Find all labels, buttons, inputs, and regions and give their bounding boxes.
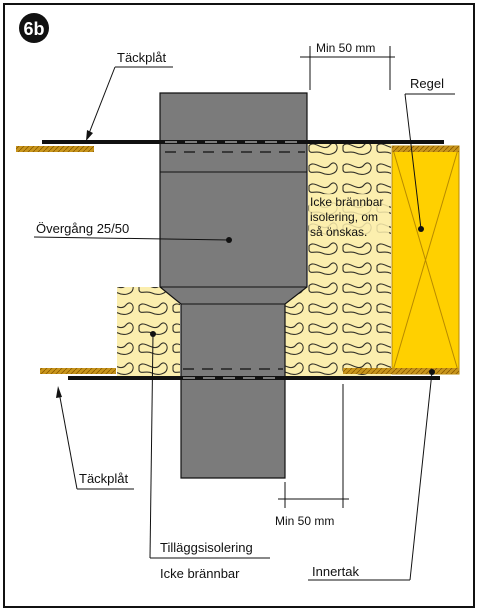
label-icke-brannbar-isolering: Icke brännbar isolering, om så önskas. xyxy=(309,194,389,242)
figure-badge-label: 6b xyxy=(23,19,44,39)
top-cover-sheet xyxy=(16,140,459,153)
diagram-label: Tilläggsisolering xyxy=(160,540,253,555)
bottom-cover-sheet xyxy=(40,368,459,380)
dimension-min50-top: Min 50 mm xyxy=(300,41,395,90)
label-tillaggsisolering: Tilläggsisolering Icke brännbar xyxy=(149,331,270,581)
diagram-label: Innertak xyxy=(312,564,359,579)
label-innertak: Innertak xyxy=(308,369,435,581)
diagram-label: Täckplåt xyxy=(117,50,167,65)
diagram-label: Min 50 mm xyxy=(275,514,334,528)
chimney-pipe xyxy=(159,92,308,479)
diagram-label: Regel xyxy=(410,76,444,91)
diagram-label: isolering, om xyxy=(310,210,378,224)
figure-badge: 6b xyxy=(19,13,49,43)
diagram-label: Övergång 25/50 xyxy=(36,221,129,236)
beam-regel xyxy=(391,145,460,375)
label-tackplat-top: Täckplåt xyxy=(86,50,173,141)
diagram-label: så önskas. xyxy=(310,225,367,239)
diagram-label: Icke brännbar xyxy=(310,195,383,209)
diagram-label: Täckplåt xyxy=(79,471,129,486)
diagram-label: Min 50 mm xyxy=(316,41,375,55)
label-tackplat-bottom: Täckplåt xyxy=(56,386,134,490)
dimension-min50-bottom: Min 50 mm xyxy=(275,384,349,528)
label-regel: Regel xyxy=(404,76,455,232)
diagram-label: Icke brännbar xyxy=(160,566,240,581)
label-overgang: Övergång 25/50 xyxy=(33,221,232,243)
